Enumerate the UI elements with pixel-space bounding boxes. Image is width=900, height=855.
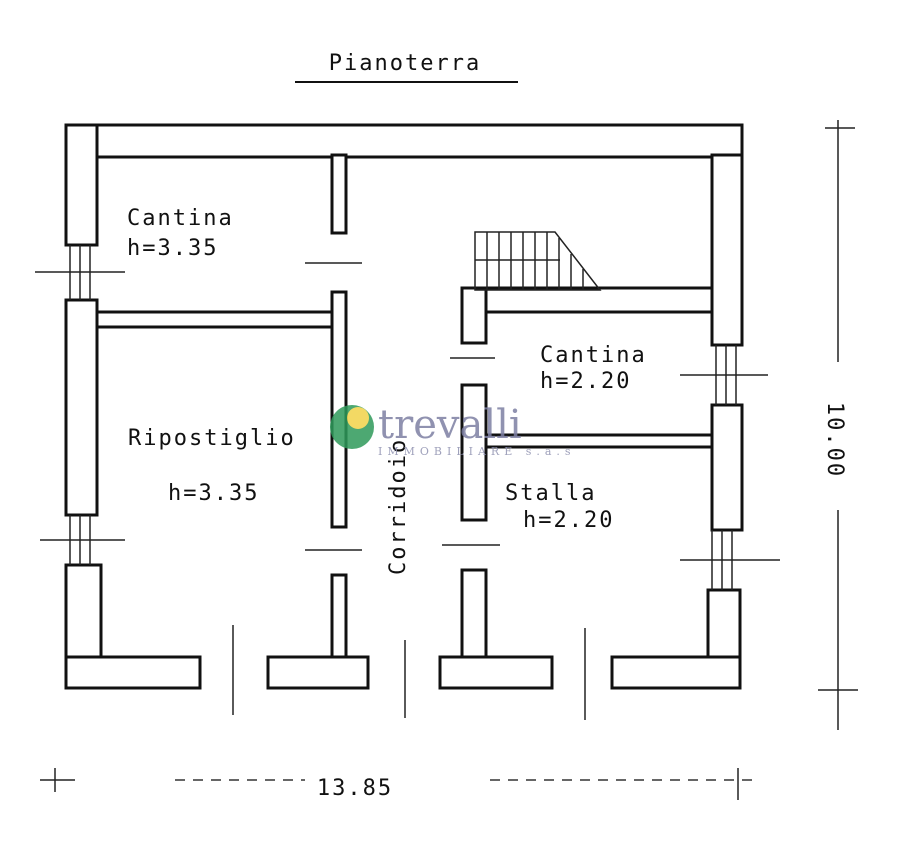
watermark-sub: IMMOBILIARE s.a.s (378, 445, 576, 458)
dimension-depth: 10.00 (818, 120, 858, 730)
room-stalla-height: h=2.20 (523, 508, 614, 533)
room-cantina-1-height: h=3.35 (127, 236, 218, 261)
logo-sun-icon (347, 407, 369, 429)
windows (35, 245, 780, 590)
staircase (474, 231, 602, 291)
room-cantina-2-height: h=2.20 (540, 369, 631, 394)
door-markers (232, 262, 586, 720)
watermark-brand: trevalli (378, 402, 522, 448)
dimension-width: 13.85 (40, 768, 760, 801)
plan-title: Pianoterra (329, 51, 481, 76)
room-cantina-2-name: Cantina (540, 343, 647, 368)
watermark-logo: trevalli IMMOBILIARE s.a.s (330, 402, 576, 458)
depth-label: 10.00 (822, 402, 847, 478)
room-corridoio-name: Corridoio (386, 438, 411, 575)
room-stalla-name: Stalla (505, 481, 596, 506)
room-cantina-1-name: Cantina (127, 206, 234, 231)
room-ripostiglio-name: Ripostiglio (128, 426, 296, 451)
room-ripostiglio-height: h=3.35 (168, 481, 259, 506)
width-label: 13.85 (317, 776, 393, 801)
room-labels: Cantina h=3.35 Ripostiglio h=3.35 Corrid… (127, 206, 647, 575)
